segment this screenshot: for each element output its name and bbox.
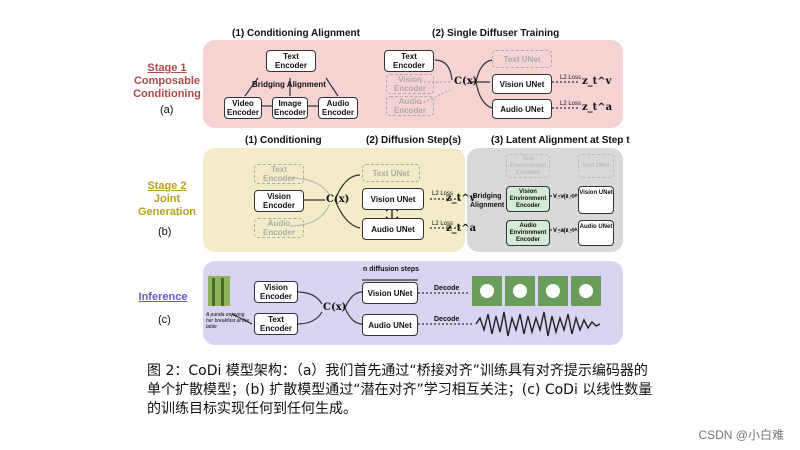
stage1-title-2: Composable	[133, 75, 200, 87]
stage2-vv: V_v(z_t^v)	[553, 194, 583, 200]
inference-steps: n diffusion steps	[363, 266, 419, 273]
stage1-label: Stage 1 Composable Conditioning	[128, 62, 206, 101]
stage1-tag: (a)	[160, 104, 174, 116]
stage2-za: z_t^a	[446, 223, 477, 234]
stage2-section1: (1) Conditioning	[245, 135, 322, 146]
stage2-text-unet-small: Text UNet	[578, 154, 614, 178]
stage1-text-encoder-locked: Text Encoder	[384, 50, 434, 72]
stage1-section1: (1) Conditioning Alignment	[232, 28, 360, 39]
inference-decode-audio: Decode	[434, 316, 460, 323]
stage2-title: Stage 2	[147, 180, 187, 192]
stage1-section2: (2) Single Diffuser Training	[432, 28, 560, 39]
panda-frames	[472, 276, 601, 306]
inference-decode-video: Decode	[434, 285, 460, 292]
stage2-vision-encoder: Vision Encoder	[254, 190, 304, 212]
inference-vision-unet: Vision UNet	[362, 282, 418, 304]
stage2-vision-env-encoder: Vision Environment Encoder	[506, 186, 550, 212]
stage2-title-3: Generation	[137, 206, 197, 218]
stage1-audio-encoder-dim: Audio Encoder	[386, 96, 434, 116]
stage2-title-2: Joint	[153, 193, 181, 205]
inference-tag: (c)	[158, 314, 171, 326]
stage2-loss-v: L2 Loss	[432, 191, 454, 197]
stage1-text-encoder: Text Encoder	[266, 50, 316, 72]
stage1-loss-a: L2 Loss	[560, 101, 582, 107]
stage1-image-encoder: Image Encoder	[272, 97, 308, 119]
stage1-zv: z_t^v	[582, 76, 612, 87]
stage1-bridging-label: Bridging Alignment	[252, 80, 326, 89]
inference-text-encoder: Text Encoder	[254, 313, 298, 335]
stage1-video-encoder: Video Encoder	[224, 97, 262, 119]
inference-vision-encoder: Vision Encoder	[254, 281, 298, 303]
stage2-loss-a: L2 Loss	[432, 221, 454, 227]
stage2-label: Stage 2 Joint Generation	[128, 180, 206, 219]
stage2-section3: (3) Latent Alignment at Step t	[491, 135, 630, 146]
stage2-vision-unet-small: Vision UNet	[578, 186, 614, 214]
stage2-bridging-label: Bridging Alignment	[470, 193, 505, 209]
stage2-vision-unet: Vision UNet	[362, 188, 424, 210]
stage1-loss-v: L2 Loss	[560, 75, 582, 81]
stage1-title: Stage 1	[147, 62, 187, 74]
figure-caption: 图 2：CoDi 模型架构：（a）我们首先通过“桥接对齐”训练具有对齐提示编码器…	[147, 363, 653, 417]
stage1-audio-unet: Audio UNet	[492, 99, 552, 119]
stage1-audio-encoder: Audio Encoder	[318, 97, 358, 119]
stage2-cx: C(x)	[326, 194, 350, 205]
stage2-va: V_a(z_t^a)	[553, 228, 583, 234]
stage1-cx: C(x)	[454, 76, 478, 87]
stage2-audio-env-encoder: Audio Environment Encoder	[506, 220, 550, 246]
stage2-audio-encoder: Audio Encoder	[254, 218, 304, 238]
stage1-vision-unet: Vision UNet	[492, 74, 552, 94]
stage2-text-env-encoder: Text Environment Encoder	[506, 154, 550, 178]
inference-cx: C(x)	[323, 302, 347, 313]
inference-title: Inference	[138, 291, 188, 303]
stage2-section2: (2) Diffusion Step(s)	[366, 135, 461, 146]
watermark: CSDN @小白难	[698, 428, 784, 442]
inference-audio-unet: Audio UNet	[362, 314, 418, 336]
inference-label: Inference	[128, 291, 198, 304]
stage2-tag: (b)	[158, 226, 172, 238]
stage2-text-unet: Text UNet	[362, 164, 420, 182]
stage1-text-unet: Text UNet	[492, 50, 552, 68]
stage2-text-encoder: Text Encoder	[254, 164, 304, 184]
stage1-title-3: Conditioning	[133, 88, 201, 100]
inference-prompt: A panda enjoying her breakfast at the ta…	[206, 312, 250, 330]
stage2-zv: z_t^v	[446, 193, 476, 204]
stage2-audio-unet: Audio UNet	[362, 218, 424, 240]
stage2-audio-unet-small: Audio UNet	[578, 220, 614, 246]
stage1-vision-encoder-dim: Vision Encoder	[386, 74, 434, 94]
audio-waveform	[475, 311, 601, 337]
stage1-za: z_t^a	[582, 102, 613, 113]
